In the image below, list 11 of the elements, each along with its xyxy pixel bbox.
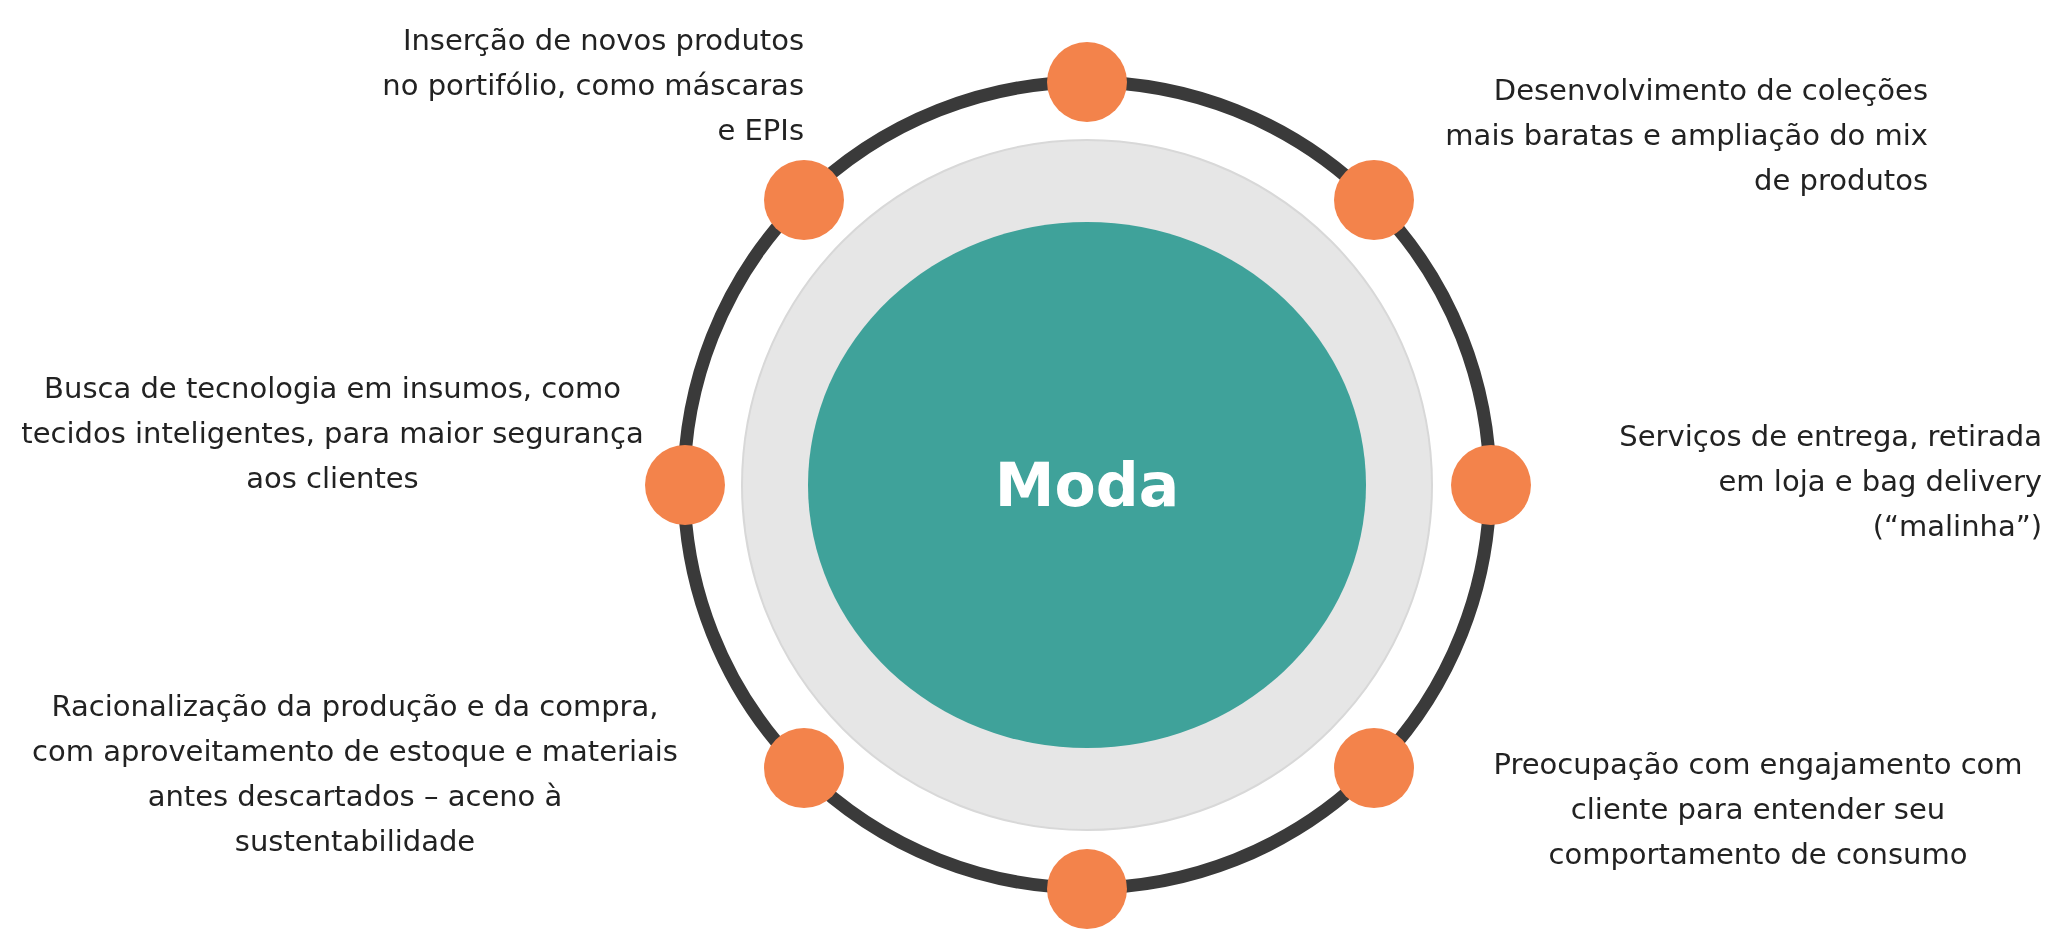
marker-dot (1334, 728, 1414, 808)
center-title: Moda (994, 450, 1180, 520)
annotation-text: Desenvolvimento de coleções mais baratas e ampliação do mix de produtos (1444, 72, 1928, 199)
annotation-text: Inserção de novos produtos no portifólio, como máscaras e EPIs (381, 22, 804, 149)
marker-dot (764, 160, 844, 240)
marker-dot (1334, 160, 1414, 240)
annotation-text: Busca de tecnologia em insumos, como tecidos inteligentes, para maior segurança aos clientes (20, 370, 645, 497)
annotation-text: Serviços de entrega, retirada em loja e bag delivery (“malinha”) (1618, 418, 2042, 545)
annotation-text: Preocupação com engajamento com cliente para entender seu comportamento de consumo (1492, 746, 2024, 873)
annotation-text: Racionalização da produção e da compra, com aproveitamento de estoque e materiais antes descartados – aceno à sustentabilidade (31, 688, 679, 860)
marker-dot (764, 728, 844, 808)
